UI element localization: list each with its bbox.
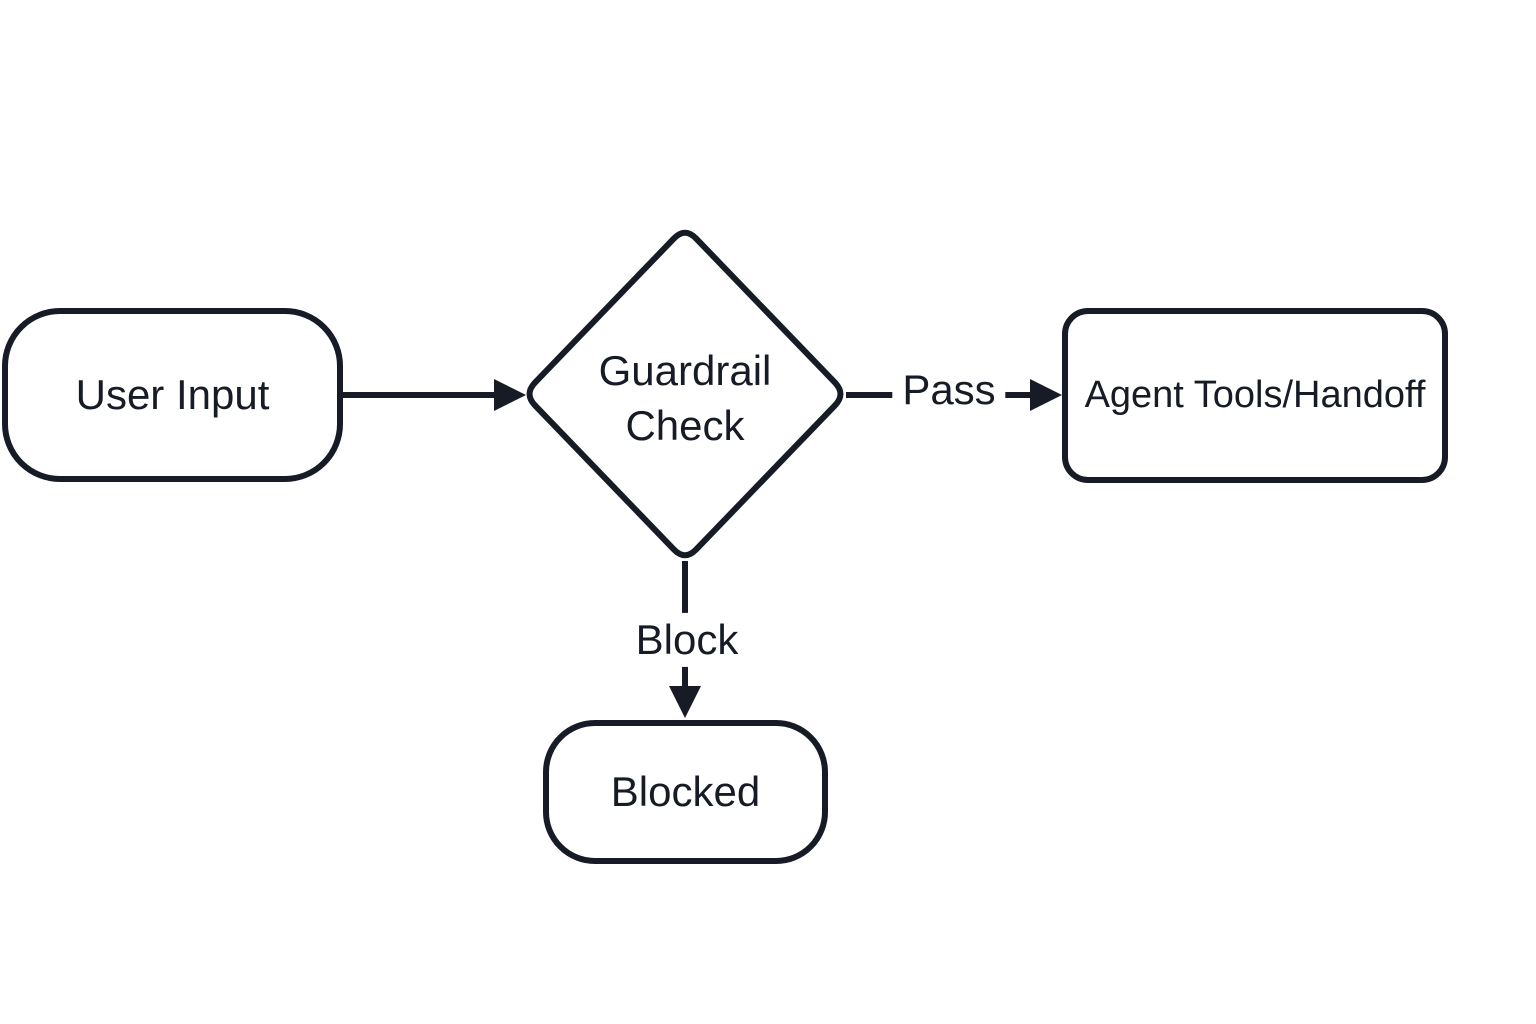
edge-label-pass: Pass — [892, 362, 1006, 418]
node-guardrail-check-label-box: Guardrail Check — [525, 338, 845, 460]
edge-label-block: Block — [625, 612, 749, 668]
node-guardrail-check-label: Guardrail Check — [598, 347, 772, 449]
node-blocked-label: Blocked — [610, 767, 761, 815]
node-user-input-label: User Input — [75, 370, 270, 418]
edge-pass-arrowhead-icon — [1030, 379, 1062, 411]
node-user-input: User Input — [2, 308, 343, 482]
node-agent-tools-handoff: Agent Tools/Handoff — [1062, 308, 1448, 483]
node-guardrail-check-shape — [526, 229, 844, 559]
node-agent-tools-handoff-label: Agent Tools/Handoff — [1084, 373, 1426, 416]
node-blocked: Blocked — [543, 720, 828, 864]
edge-user-input-to-guardrail-arrowhead-icon — [494, 379, 526, 411]
edge-block-arrowhead-icon — [669, 686, 701, 718]
